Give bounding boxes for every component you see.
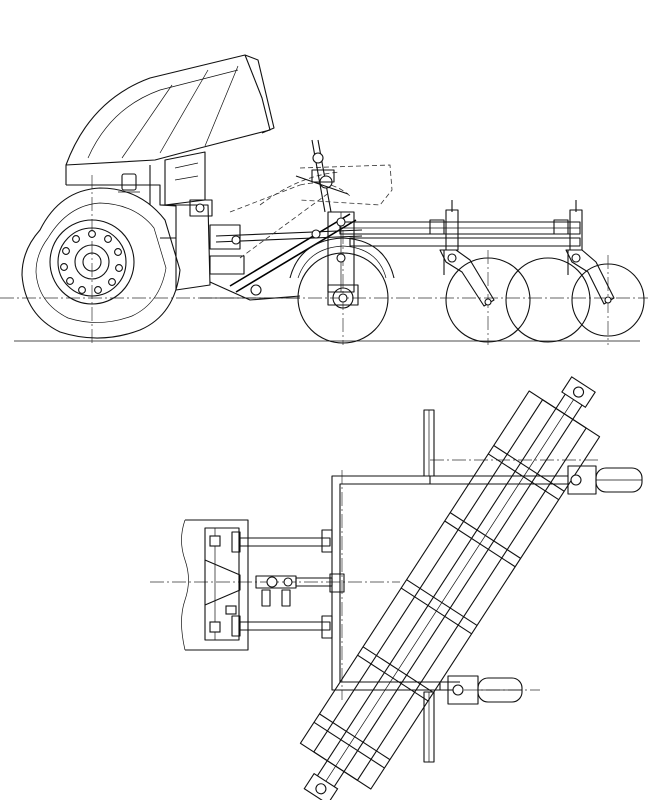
hitch-mast — [160, 184, 363, 301]
top-link — [295, 139, 349, 213]
wheel-bolts — [60, 230, 123, 294]
side-view — [0, 54, 648, 345]
plan-frame — [329, 409, 568, 763]
disc-arm-right — [553, 200, 615, 305]
lower-links — [231, 529, 333, 639]
plan-gauge-wheel-top — [567, 465, 643, 495]
tractor-fender-cab — [65, 54, 275, 238]
plan-gauge-wheel-bottom — [447, 675, 523, 705]
rear-disc-wheels — [445, 250, 645, 345]
plan-centerlines — [150, 459, 600, 700]
tractor-rear-wheel — [21, 187, 181, 339]
main-frame-beam — [327, 211, 581, 293]
plan-view — [150, 376, 643, 800]
tractor-rear-plan — [181, 519, 249, 651]
roller-gang — [299, 376, 601, 800]
top-link-plan — [255, 575, 333, 607]
disc-arm-left — [429, 200, 495, 307]
side-centerlines — [0, 175, 648, 345]
